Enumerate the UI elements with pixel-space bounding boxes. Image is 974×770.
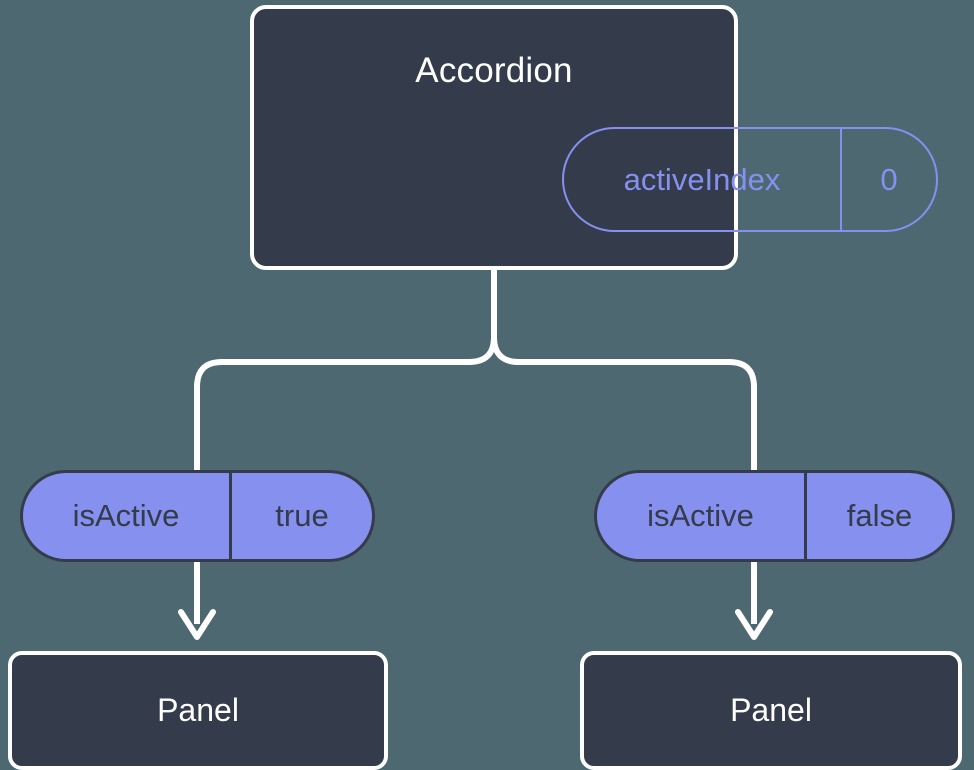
state-pill-key: activeIndex	[564, 129, 842, 230]
edge-isactive-false-to-panel-right	[735, 562, 773, 640]
state-pill-value: 0	[880, 161, 898, 197]
prop-pill-isactive-true[interactable]: isActive true	[20, 470, 375, 562]
prop-pill-key: isActive	[597, 473, 807, 559]
prop-pill-isactive-false[interactable]: isActive false	[594, 470, 955, 562]
node-accordion[interactable]: Accordion activeIndex 0	[250, 5, 938, 270]
prop-pill-value: true	[275, 498, 329, 533]
state-pill-activeindex[interactable]: activeIndex 0	[562, 127, 938, 232]
accordion-title: Accordion	[415, 51, 573, 90]
panel-title: Panel	[157, 692, 239, 728]
prop-pill-value: false	[846, 498, 913, 533]
edge-accordion-to-isactive-true	[194, 267, 497, 473]
edge-accordion-to-isactive-false	[491, 267, 757, 473]
panel-title: Panel	[730, 692, 812, 728]
prop-pill-key: isActive	[23, 473, 232, 559]
node-panel-left[interactable]: Panel	[8, 651, 388, 770]
edge-isactive-true-to-panel-left	[178, 562, 216, 640]
node-panel-right[interactable]: Panel	[580, 651, 962, 770]
